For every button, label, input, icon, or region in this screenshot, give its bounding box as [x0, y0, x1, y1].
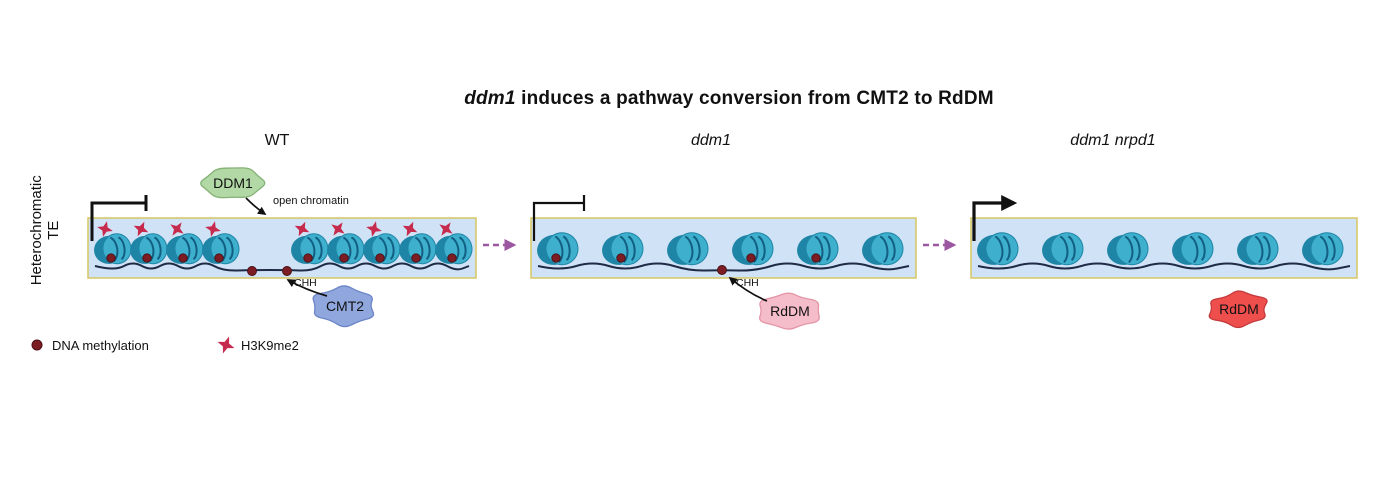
ddm1-enzyme-blob [200, 167, 266, 199]
legend-label-dna-methylation: DNA methylation [52, 338, 149, 353]
nucleosome-icon [667, 232, 709, 266]
open-chromatin-arrow [245, 197, 267, 215]
h3k9me2-mark [331, 222, 345, 236]
nucleosome-icon [1237, 232, 1279, 266]
dna-methylation-dot [178, 253, 188, 263]
nucleosome-icon [291, 233, 329, 265]
open-chromatin-note: open chromatin [273, 195, 349, 207]
h3k9me2-mark [97, 221, 113, 237]
dna-methylation-dot [214, 253, 224, 263]
h3k9me2-mark [439, 222, 453, 236]
dna-methylation-dot [247, 266, 257, 276]
dna-methylation-dot [375, 253, 385, 263]
side-label-heterochromatic-te: Heterochromatic TE [28, 173, 63, 287]
nucleosome-icon [732, 232, 774, 266]
h3k9me2-mark [170, 222, 184, 236]
dna-line [94, 262, 470, 272]
cmt2-enzyme-blob [312, 285, 375, 328]
dna-methylation-dot [339, 253, 349, 263]
figure-title: ddm1 induces a pathway conversion from C… [76, 88, 1382, 110]
dna-methylation-dot [411, 253, 421, 263]
dna-methylation-dot [551, 253, 561, 263]
h3k9me2-mark [205, 221, 221, 237]
side-label-line2: TE [45, 220, 62, 240]
dna-line [977, 262, 1351, 271]
h3k9me2-mark [294, 221, 310, 237]
nucleosome-icon [862, 232, 904, 266]
dna-methylation-dot [717, 265, 727, 275]
promoter-arrow-active [972, 195, 1018, 241]
promoter-arrow-repressed [90, 195, 148, 241]
panel-label-ddm1: ddm1 [690, 132, 732, 149]
nucleosome-icon [1042, 232, 1084, 266]
nucleosome-icon [1172, 232, 1214, 266]
dna-methylation-dot [282, 266, 292, 276]
panel-label-ddm1-nrpd1: ddm1 nrpd1 [1070, 132, 1156, 149]
dna-methylation-dot [746, 253, 756, 263]
chh-note-wt: CHH [294, 277, 317, 289]
nucleosome-icon [1302, 232, 1344, 266]
h3k9me2-mark [133, 221, 149, 237]
panel-label-wt: WT [264, 132, 290, 149]
rddm-enzyme-blob [759, 292, 820, 330]
nucleosome-icon [977, 232, 1019, 266]
chh-note-ddm1: CHH [736, 277, 759, 289]
h3k9me2-mark [366, 221, 382, 237]
dna-methylation-dot [447, 253, 457, 263]
te-region-box [970, 217, 1358, 279]
dna-methylation-dot [142, 253, 152, 263]
legend-dna-methylation-dot [31, 339, 43, 351]
legend-label-h3k9me2: H3K9me2 [241, 338, 299, 353]
ddm1-enzyme-label: DDM1 [213, 175, 253, 191]
dna-methylation-dot [811, 253, 821, 263]
dna-methylation-dot [616, 253, 626, 263]
legend-h3k9me2-mark [217, 336, 235, 354]
dna-methylation-dot [303, 253, 313, 263]
figure-title-gene: ddm1 [464, 88, 516, 109]
cmt2-enzyme-label: CMT2 [325, 298, 365, 314]
dna-methylation-dot [106, 253, 116, 263]
promoter-arrow-repressed [532, 195, 586, 241]
rddm-enzyme-label: RdDM [770, 303, 810, 319]
side-label-line1: Heterochromatic [27, 175, 45, 286]
nucleosome-icon [1107, 232, 1149, 266]
rddm-chh-arrow [728, 276, 768, 302]
cmt2-chh-arrow [286, 279, 328, 297]
rddm-mutant-enzyme-label: RdDM [1219, 301, 1259, 317]
h3k9me2-mark [402, 221, 418, 237]
figure-title-rest: induces a pathway conversion from CMT2 t… [515, 88, 994, 109]
rddm-mutant-enzyme-blob [1208, 290, 1268, 329]
